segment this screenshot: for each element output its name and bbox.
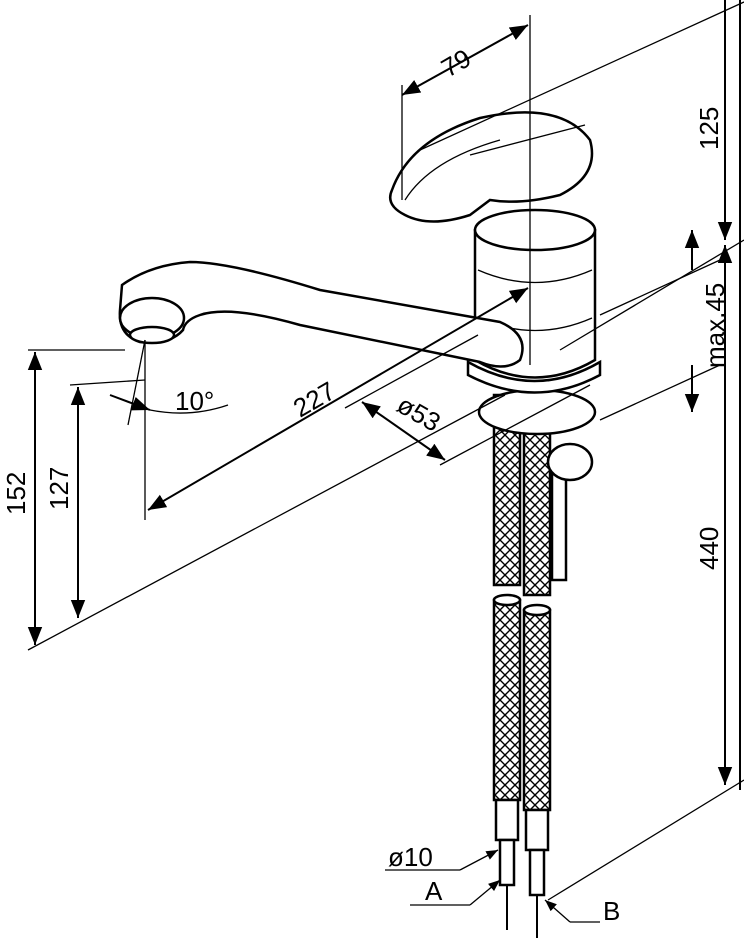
faucet-lever [388,111,594,223]
dim-spout-angle: 10° [175,386,214,416]
faucet-spout [118,260,524,368]
dim-hose-length: 440 [694,527,724,570]
dim-max-counter: max.45 [700,283,730,368]
connection-b-label: B [603,896,620,926]
dim-height-top: 125 [694,107,724,150]
dim-handle-reach: 79 [436,43,476,83]
dim-spout-height-total: 152 [1,472,31,515]
dim-spout-outlet-height: 127 [44,467,74,510]
dimension-lines [27,0,744,923]
dim-spout-reach: 227 [288,376,341,424]
supply-hoses [492,393,552,938]
dim-hose-diameter: ø10 [388,842,433,872]
connection-a-label: A [425,876,443,906]
